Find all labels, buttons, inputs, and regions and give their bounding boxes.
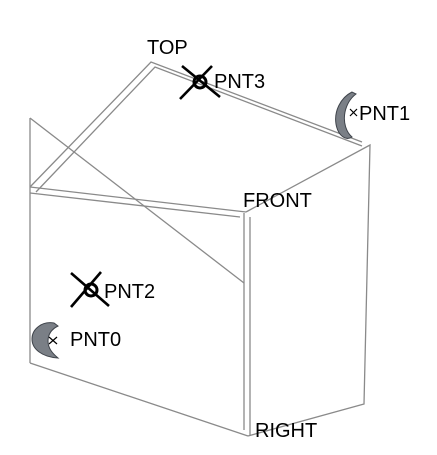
datum-plane-front[interactable] [29,143,371,437]
pnt0-marker-icon[interactable] [31,322,60,359]
top-plane-label: TOP [147,37,188,59]
pnt0-label: PNT0 [70,329,121,351]
pnt3-label: PNT3 [214,71,265,93]
pnt1-marker-icon[interactable] [335,91,358,139]
pnt2-label: PNT2 [104,281,155,303]
pnt1-label: PNT1 [359,103,410,125]
datum-plane-right[interactable] [29,117,249,437]
datum-plane-top[interactable] [29,61,363,193]
right-plane-label: RIGHT [255,420,317,442]
front-plane-label: FRONT [243,190,312,212]
pnt3-marker-icon[interactable] [179,64,221,100]
pnt2-marker-icon[interactable] [70,271,110,308]
